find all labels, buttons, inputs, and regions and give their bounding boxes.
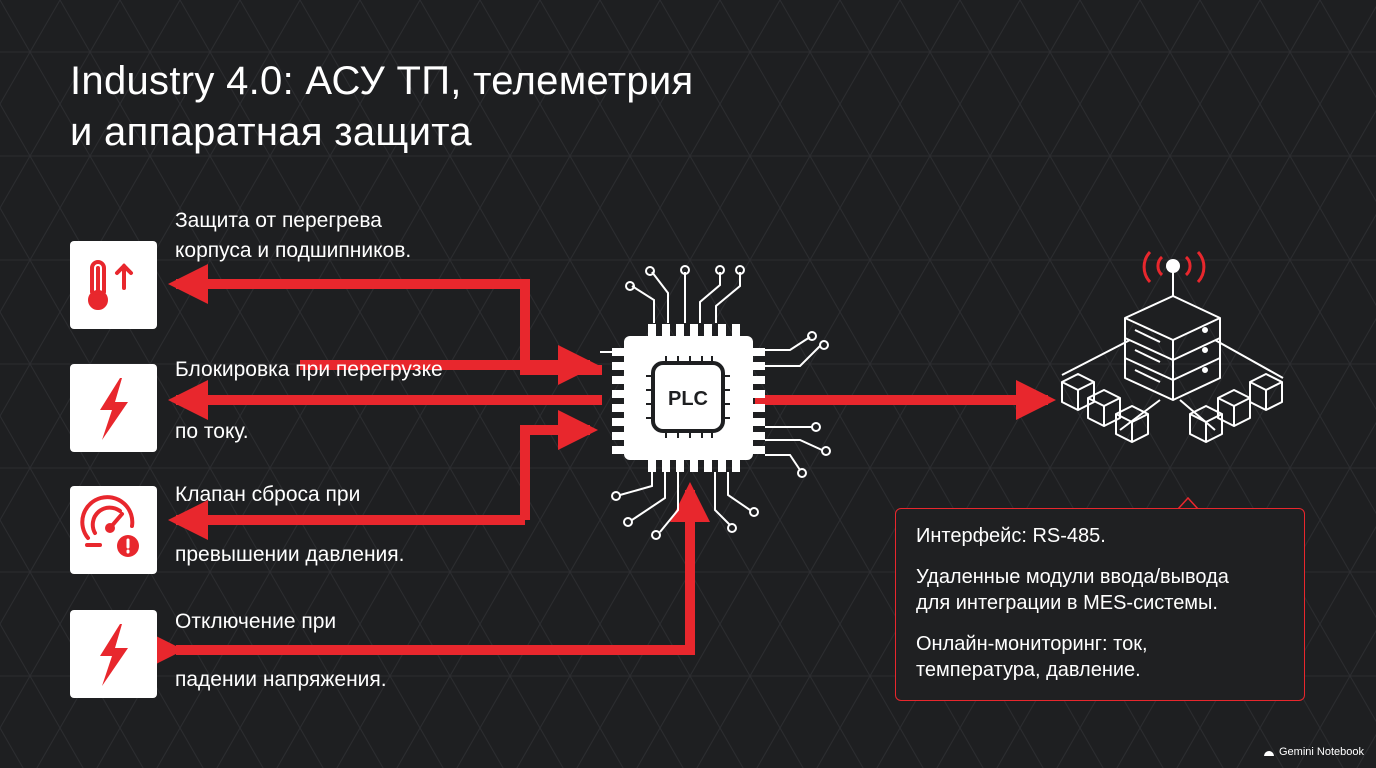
pressure-gauge-warning-icon [80,495,135,547]
arrow-to-plc-2 [520,410,598,520]
info-io-modules: Удаленные модули ввода/вывода для интегр… [916,566,1229,614]
server-network-icon [1061,250,1284,443]
page-title: Industry 4.0: АСУ ТП, телеметрия и аппар… [70,59,694,154]
info-monitoring: Онлайн-мониторинг: ток, температура, дав… [916,633,1148,681]
label-overpressure-line1: Клапан сброса при [175,483,361,506]
label-overpressure-line2: превышении давления. [175,543,405,566]
info-interface: Интерфейс: RS-485. [916,525,1106,547]
icon-card-undervoltage [70,610,157,698]
label-overcurrent-line2: по току. [175,420,249,443]
label-undervoltage-line1: Отключение при [175,610,337,633]
connection-arrows [143,264,1056,670]
label-overcurrent-line1: Блокировка при перегрузке [175,358,443,381]
label-undervoltage-line2: падении напряжения. [175,668,387,691]
icon-card-overheat [70,241,157,329]
lightning-icon [100,378,128,440]
plc-chip: PLC [600,265,831,540]
info-callout: Интерфейс: RS-485. Удаленные модули ввод… [895,508,1305,701]
plc-label: PLC [668,388,708,410]
callout-pointer [1178,496,1198,510]
thermometer-up-icon [88,260,133,310]
arrow-undervoltage [143,482,710,670]
label-overheat: Защита от перегрева корпуса и подшипнико… [175,209,412,262]
lightning-icon [100,624,128,686]
notebook-logo-icon [1264,751,1274,756]
watermark: Gemini Notebook [1263,746,1364,758]
icon-card-overcurrent [70,364,157,452]
icon-card-overpressure [70,486,157,574]
